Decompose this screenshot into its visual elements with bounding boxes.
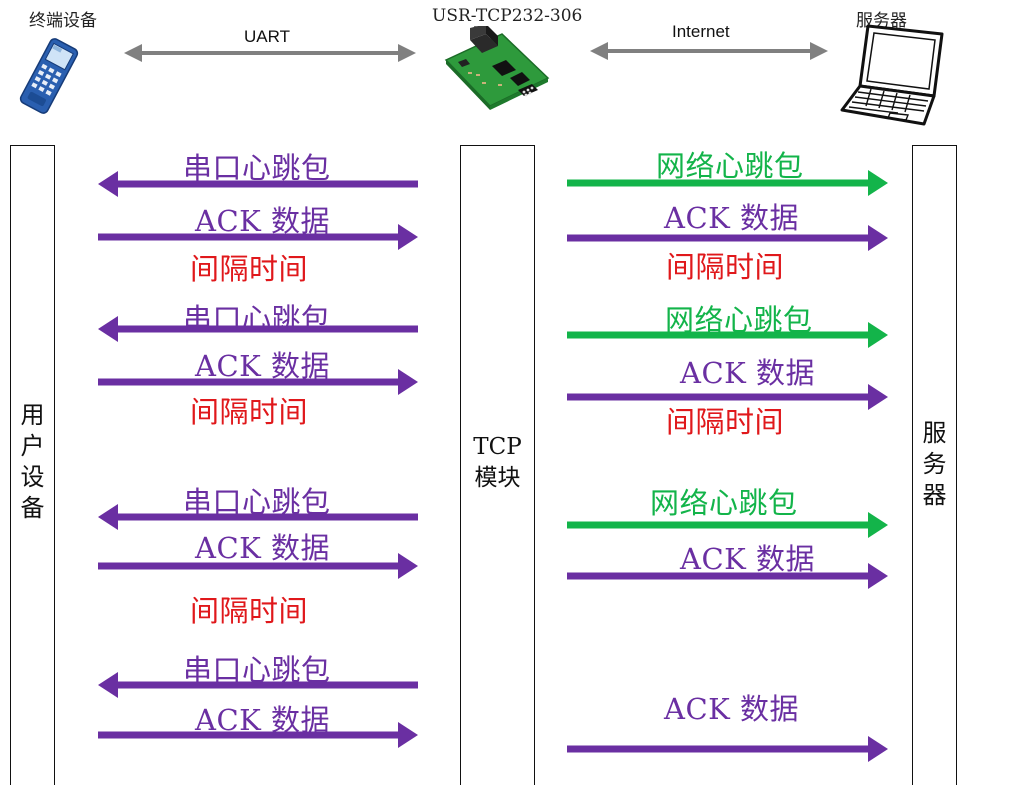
right-msg-network-heartbeat: 网络心跳包	[656, 149, 804, 183]
left-msg-ack-data: ACK 数据	[195, 703, 331, 737]
serial-ack-arrow	[98, 369, 418, 395]
left-msg-serial-heartbeat: 串口心跳包	[183, 151, 331, 185]
left-msg-serial-heartbeat: 串口心跳包	[183, 485, 331, 519]
internet-link-arrow	[590, 42, 828, 60]
network-ack-arrow	[567, 563, 888, 589]
network-heartbeat-arrow	[567, 170, 888, 196]
server-lane-label: 服 务 器	[922, 419, 947, 509]
server-lane	[912, 145, 957, 785]
user-device-lane-label: 用 户 设 备	[20, 401, 45, 522]
right-msg-network-heartbeat: 网络心跳包	[650, 486, 798, 520]
left-msg-ack-data: ACK 数据	[195, 349, 331, 383]
left-msg-interval: 间隔时间	[190, 252, 309, 286]
module-model-label: USR-TCP232-306	[432, 6, 583, 26]
right-msg-ack-data: ACK 数据	[664, 201, 800, 235]
uart-link-arrow	[124, 44, 416, 62]
left-msg-interval: 间隔时间	[190, 594, 309, 628]
right-msg-ack-data: ACK 数据	[680, 542, 816, 576]
right-msg-network-heartbeat: 网络心跳包	[665, 303, 813, 337]
right-msg-ack-data: ACK 数据	[664, 692, 800, 726]
left-msg-ack-data: ACK 数据	[195, 531, 331, 565]
serial-ack-arrow	[98, 224, 418, 250]
network-ack-arrow	[567, 736, 888, 762]
serial-heartbeat-arrow	[98, 504, 418, 530]
serial-heartbeat-arrow	[98, 171, 418, 197]
serial-ack-arrow	[98, 722, 418, 748]
handheld-terminal-icon	[19, 38, 79, 114]
serial-ack-arrow	[98, 553, 418, 579]
tcp-module-lane-label: TCP 模块	[473, 434, 522, 491]
tcp-module-lane	[460, 145, 535, 785]
user-device-lane	[10, 145, 55, 785]
internet-label: Internet	[672, 22, 730, 41]
right-msg-interval: 间隔时间	[666, 405, 785, 439]
network-ack-arrow	[567, 225, 888, 251]
header-link-arrows	[124, 42, 828, 62]
laptop-icon	[840, 24, 944, 126]
network-heartbeat-arrow	[567, 512, 888, 538]
right-msg-interval: 间隔时间	[666, 250, 785, 284]
uart-label: UART	[244, 27, 290, 46]
serial-heartbeat-arrow	[98, 672, 418, 698]
network-heartbeat-arrow	[567, 322, 888, 348]
left-msg-ack-data: ACK 数据	[195, 204, 331, 238]
network-ack-arrow	[567, 384, 888, 410]
terminal-device-label: 终端设备	[29, 11, 97, 31]
circuit-board-icon	[444, 26, 550, 110]
left-msg-serial-heartbeat: 串口心跳包	[183, 653, 331, 687]
left-msg-interval: 间隔时间	[190, 395, 309, 429]
right-msg-ack-data: ACK 数据	[680, 356, 816, 390]
serial-heartbeat-arrow	[98, 316, 418, 342]
